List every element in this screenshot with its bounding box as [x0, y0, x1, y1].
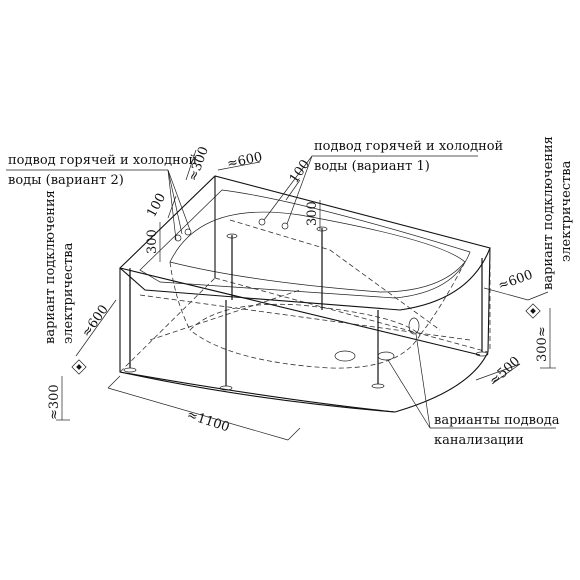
overflow-outlet [408, 317, 420, 335]
dim-100-left: 100 [144, 191, 169, 220]
water-inlet-v2-a [174, 234, 182, 242]
label-drain-line2: канализации [434, 433, 524, 448]
bowl-wall-dashed-2 [419, 261, 466, 336]
drain-bowl [334, 350, 356, 362]
bathtub-bowl-curve [169, 211, 466, 293]
label-drain-line1: варианты подвода [434, 413, 560, 428]
water-inlet-v2-b [184, 228, 192, 236]
drain-outlet [377, 351, 395, 361]
label-electric-right-line2: электричества [559, 160, 574, 262]
bathtub-front-curve [119, 371, 396, 413]
dim-600-right: ≈600 [496, 267, 535, 293]
bowl-wall-dashed [169, 261, 191, 331]
frame-dashed-1 [139, 294, 471, 341]
dim-500: ≈500 [487, 354, 524, 389]
back-bottom-edge [214, 277, 489, 353]
frame-dashed-2 [149, 289, 301, 341]
bathtub-drawing [119, 175, 491, 413]
bowl-bottom-dashed [189, 303, 421, 369]
label-water-variant1-line2: воды (вариант 1) [314, 159, 430, 174]
dim-600-top: ≈600 [226, 150, 264, 172]
electric-marker-right [525, 303, 541, 319]
bathtub-inner-rim [139, 189, 471, 299]
diagonal-rim-line [119, 267, 481, 356]
label-water-variant2-line2: воды (вариант 2) [8, 173, 124, 188]
dim-100-right: 100 [287, 157, 313, 186]
label-electric-left-line1: вариант подключения [43, 190, 58, 344]
dimension-lines [56, 149, 556, 441]
bathtub-front-apron [119, 247, 491, 413]
label-electric-right-line1: вариант подключения [541, 136, 556, 290]
dim-300-right: 300≈ [535, 326, 550, 362]
dim-300-left-bottom: ≈300 [47, 384, 62, 420]
electric-marker-left [71, 359, 87, 375]
frame-dashed-3 [229, 219, 441, 331]
left-bottom-edge [119, 277, 216, 373]
water-inlet-v1-a [258, 218, 266, 226]
dim-1100: ≈1100 [185, 408, 231, 436]
bathtub-legs [123, 226, 489, 391]
water-inlet-v1-b [281, 222, 289, 230]
leader-lines [6, 155, 556, 429]
dim-300-left-vertical: 300 [145, 229, 160, 254]
label-electric-left-line2: электричества [61, 242, 76, 344]
label-water-variant2-line1: подвод горячей и холодной [8, 153, 197, 168]
label-water-variant1-line1: подвод горячей и холодной [314, 139, 503, 154]
dim-300-center-vertical: 300 [305, 201, 320, 226]
dim-600-left: ≈600 [79, 302, 112, 340]
